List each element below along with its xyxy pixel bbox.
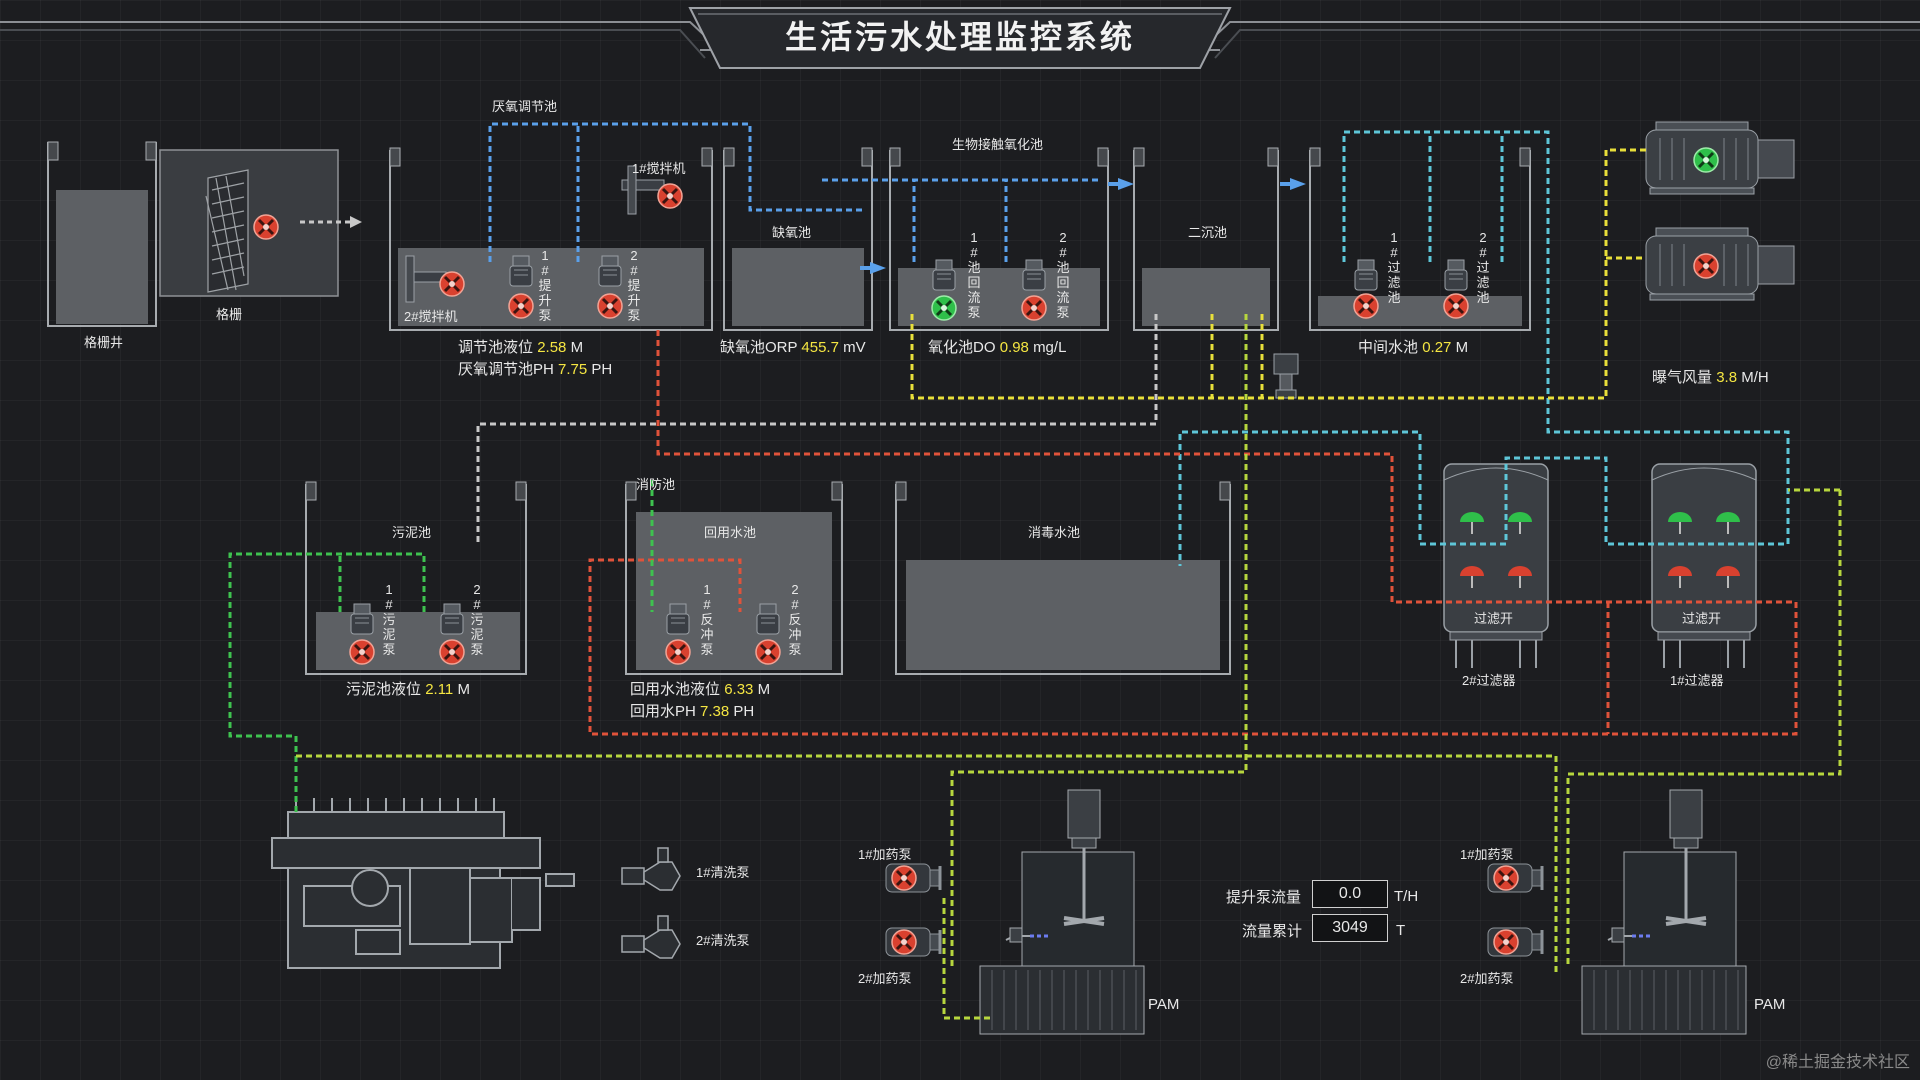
reading-anoxic-orp: 缺氧池ORP 455.7 mV <box>720 339 866 356</box>
label-stirrer2: 2#搅拌机 <box>404 309 458 324</box>
cleaning-pump1-icon[interactable] <box>621 847 681 891</box>
label-pam-right: PAM <box>1754 996 1786 1013</box>
label-f1-state: 过滤开 <box>1682 611 1722 626</box>
filter-1 <box>1651 463 1757 668</box>
filter-press[interactable] <box>271 798 575 969</box>
label-lift2: 2#提升泵 <box>627 248 641 323</box>
label-left-dose2: 2#加药泵 <box>858 971 912 986</box>
backwash-pump2-icon[interactable] <box>754 603 782 666</box>
reading-adjust-level: 调节池液位 2.58 M <box>458 339 584 356</box>
return-pump1-icon[interactable] <box>930 259 958 322</box>
stirrer1-icon[interactable] <box>621 165 684 215</box>
label-right-dose1: 1#加药泵 <box>1460 847 1514 862</box>
arrow-grille-to-adjust <box>300 216 362 228</box>
tank-anoxic <box>723 147 873 331</box>
tank-middle <box>1309 147 1531 331</box>
tank-secondary <box>1133 147 1279 331</box>
label-fire-pool: 消防池 <box>636 477 676 492</box>
tank-reuse <box>625 481 843 675</box>
tank-grille-well <box>47 141 157 327</box>
label-return1: 1#池回流泵 <box>967 230 981 320</box>
mixer-right <box>1665 789 1707 926</box>
watermark: @稀土掘金技术社区 <box>1765 1054 1910 1071</box>
label-f1-name: 1#过滤器 <box>1670 673 1724 688</box>
reading-reuse-ph: 回用水PH 7.38 PH <box>630 703 755 720</box>
air-meter-icon <box>1273 353 1299 399</box>
tank-sludge <box>305 481 527 675</box>
label-lift-flow: 提升泵流量 <box>1226 889 1302 906</box>
reading-reuse-level: 回用水池液位 6.33 M <box>630 681 771 698</box>
reading-sludge-level: 污泥池液位 2.11 M <box>346 681 470 698</box>
label-reuse: 回用水池 <box>704 525 757 540</box>
label-backwash1: 1#反冲泵 <box>700 582 714 657</box>
tank-adjust <box>389 147 713 331</box>
reading-middle-level: 中间水池 0.27 M <box>1358 339 1469 356</box>
lift-flow-unit: T/H <box>1394 888 1419 905</box>
label-stirrer1: 1#搅拌机 <box>632 161 686 176</box>
label-anaerobic-adjust: 厌氧调节池 <box>492 99 558 114</box>
label-f2-state: 过滤开 <box>1474 611 1514 626</box>
pam-tank-right <box>1581 789 1747 1035</box>
cleaning-pump2-icon[interactable] <box>621 915 681 959</box>
label-grille: 格栅 <box>216 307 243 322</box>
flow-arrows <box>860 178 1306 274</box>
label-cleaning2: 2#清洗泵 <box>696 933 750 948</box>
tank-oxidation <box>889 147 1109 331</box>
label-filter1: 1#过滤池 <box>1387 230 1401 305</box>
label-sludge: 污泥池 <box>392 525 432 540</box>
label-bio-oxidation: 生物接触氧化池 <box>952 137 1044 152</box>
pam-tank-left <box>979 789 1145 1035</box>
label-lift1: 1#提升泵 <box>538 248 552 323</box>
label-sludge2: 2#污泥泵 <box>470 582 484 657</box>
grille-screen <box>205 169 249 293</box>
label-secondary: 二沉池 <box>1188 225 1228 240</box>
lift-flow-value: 0.0 <box>1312 880 1388 908</box>
filter-pump1-icon[interactable] <box>1352 259 1380 320</box>
label-sludge1: 1#污泥泵 <box>382 582 396 657</box>
label-return2: 2#池回流泵 <box>1056 230 1070 320</box>
blower-1[interactable] <box>1645 121 1795 195</box>
label-total: 流量累计 <box>1242 923 1303 940</box>
total-unit: T <box>1396 922 1406 939</box>
label-f2-name: 2#过滤器 <box>1462 673 1516 688</box>
label-grille-well: 格栅井 <box>84 335 124 350</box>
label-right-dose2: 2#加药泵 <box>1460 971 1514 986</box>
sludge-pump1-icon[interactable] <box>348 603 376 666</box>
sludge-pump2-icon[interactable] <box>438 603 466 666</box>
reading-adjust-ph: 厌氧调节池PH 7.75 PH <box>458 361 613 378</box>
label-anoxic: 缺氧池 <box>772 225 812 240</box>
grille-pump-icon[interactable] <box>252 213 280 241</box>
reading-aeration: 曝气风量 3.8 M/H <box>1652 369 1769 386</box>
backwash-pump1-icon[interactable] <box>664 603 692 666</box>
return-pump2-icon[interactable] <box>1020 259 1048 322</box>
blower-2[interactable] <box>1645 227 1795 301</box>
label-cleaning1: 1#清洗泵 <box>696 865 750 880</box>
reading-oxidation-do: 氧化池DO 0.98 mg/L <box>928 339 1067 356</box>
total-value: 3049 <box>1312 914 1388 942</box>
label-backwash2: 2#反冲泵 <box>788 582 802 657</box>
label-disinfect: 消毒水池 <box>1028 525 1081 540</box>
mixer-left <box>1063 789 1105 926</box>
label-left-dose1: 1#加药泵 <box>858 847 912 862</box>
label-pam-left: PAM <box>1148 996 1180 1013</box>
stirrer2-icon[interactable] <box>405 255 466 303</box>
dose-pumps[interactable] <box>884 862 1544 958</box>
filter-2 <box>1443 463 1549 668</box>
header-frame <box>0 7 1920 69</box>
tank-disinfect <box>895 481 1231 675</box>
pipes <box>228 122 1842 1020</box>
page-title: 生活污水处理监控系统 <box>784 19 1135 55</box>
label-filter2: 2#过滤池 <box>1476 230 1490 305</box>
filter-pump2-icon[interactable] <box>1442 259 1470 320</box>
